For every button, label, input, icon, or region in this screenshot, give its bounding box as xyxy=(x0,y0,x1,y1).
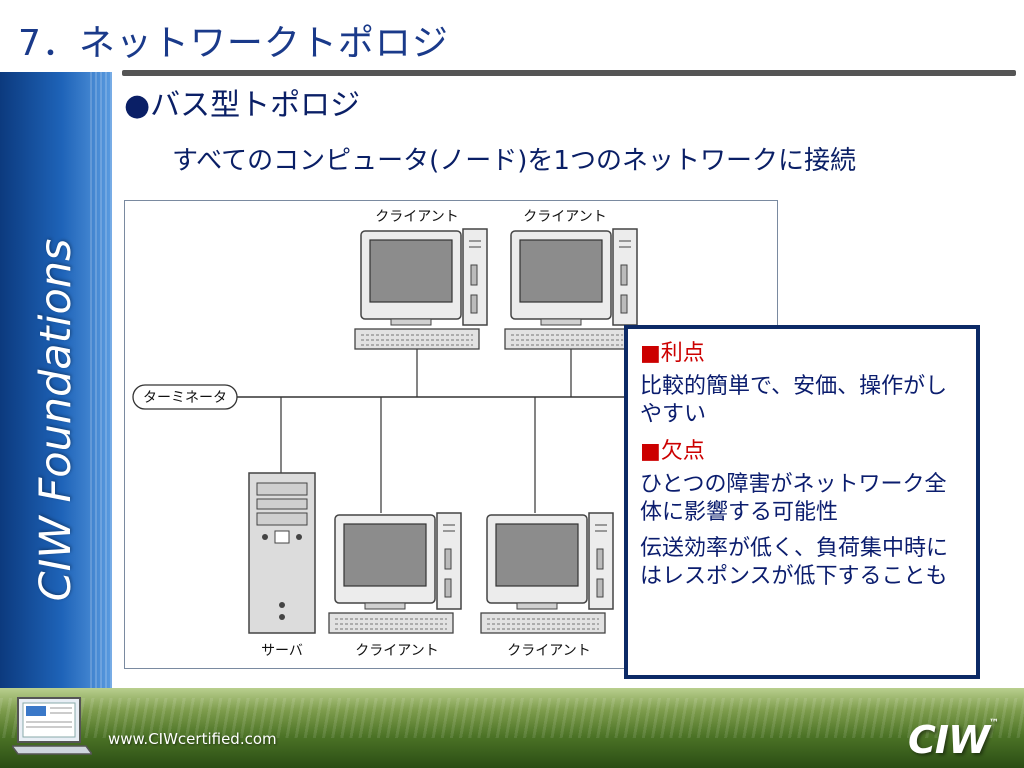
client-bottom-2-computer xyxy=(480,512,614,634)
client-top-1-label: クライアント xyxy=(375,209,458,225)
pros-heading: ■利点 xyxy=(640,339,968,369)
title-rule xyxy=(122,70,1016,76)
ciw-logo: CIW™ xyxy=(908,718,999,762)
server-label: サーバ xyxy=(261,643,303,659)
server-computer xyxy=(248,472,316,634)
pros-text: 比較的簡単で、安価、操作がしやすい xyxy=(640,374,948,427)
diagram-canvas: ターミネータ クライアント クライアント サーバ クライアント クライアント xyxy=(132,209,638,659)
client-top-2-label: クライアント xyxy=(523,209,606,225)
footer-grass-texture xyxy=(0,698,1024,738)
cons-heading-text: 欠点 xyxy=(660,439,705,464)
sidebar-banner: CIW Foundations xyxy=(0,72,112,688)
section-subheading: すべてのコンピュータ(ノード)を1つのネットワークに接続 xyxy=(172,146,856,176)
client-bottom-2-label: クライアント xyxy=(507,643,590,659)
client-bottom-1-label: クライアント xyxy=(355,643,438,659)
cons-heading: ■欠点 xyxy=(640,437,968,467)
laptop-icon xyxy=(12,697,92,755)
terminator-label: ターミネータ xyxy=(143,390,227,406)
cons-text-2: 伝送効率が低く、負荷集中時にはレスポンスが低下することも xyxy=(640,536,949,589)
client-top-2-computer xyxy=(504,228,638,350)
section-heading: ●バス型トポロジ xyxy=(124,88,361,123)
pros-heading-text: 利点 xyxy=(660,341,705,366)
ciw-logo-text: CIW xyxy=(908,718,990,762)
pros-bullet: ■ xyxy=(640,341,661,366)
pros-cons-callout: ■利点 比較的簡単で、安価、操作がしやすい ■欠点 ひとつの障害がネットワーク全… xyxy=(624,325,980,679)
client-bottom-1-computer xyxy=(328,512,462,634)
footer-url: www.CIWcertified.com xyxy=(108,730,277,748)
terminator-node xyxy=(132,384,238,410)
client-top-1-computer xyxy=(354,228,488,350)
ciw-logo-tm: ™ xyxy=(989,718,999,729)
cons-text-1: ひとつの障害がネットワーク全体に影響する可能性 xyxy=(640,472,947,525)
sidebar-stripes xyxy=(90,72,112,688)
sidebar-title: CIW Foundations xyxy=(31,238,81,602)
cons-bullet: ■ xyxy=(640,439,661,464)
footer-banner: www.CIWcertified.com CIW™ xyxy=(0,688,1024,768)
slide-title: 7．ネットワークトポロジ xyxy=(18,23,449,64)
